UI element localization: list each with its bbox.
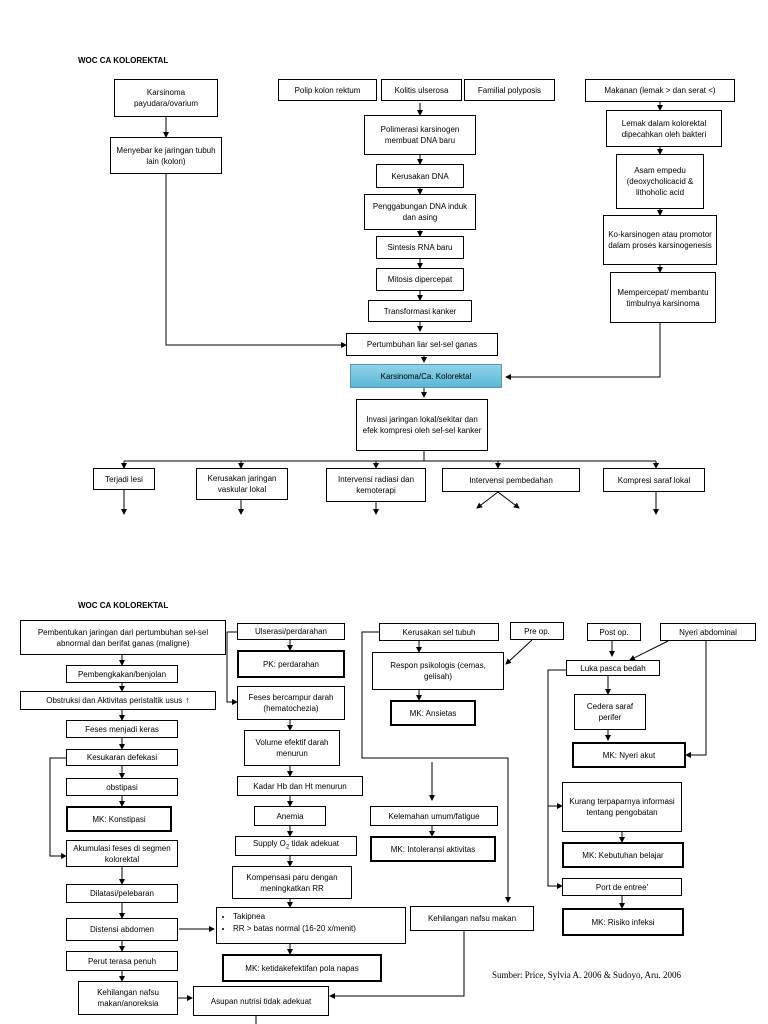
box-mk-intoleransi-aktivitas: MK: Intoleransi aktivitas [370,836,496,862]
box-kerusakan-sel-tubuh: Kerusakan sel tubuh [379,623,499,641]
box-luka-pasca-bedah: Luka pasca bedah [566,660,660,676]
box-polip-kolon: Polip kolon rektum [278,79,377,101]
box-pertumbuhan-liar: Pertumbuhan liar sel-sel ganas [346,333,498,356]
arrow-up-icon: ↑ [185,695,190,705]
supply-o2-label: Supply O2 tidak adekuat [253,838,339,854]
box-feses-keras: Feses menjadi keras [66,720,178,738]
box-kolitis-ulserosa: Kolitis ulserosa [381,79,462,101]
box-polimerasi-karsinogen: Polimerasi karsinogen membuat DNA baru [364,115,476,155]
box-lemak-kolorektal: Lemak dalam kolorektal dipecahkan oleh b… [606,110,722,147]
box-kerusakan-dna: Kerusakan DNA [376,164,464,188]
box-kehilangan-nafsu-anoreksia: Kehilangan nafsu makan/anoreksia [78,981,178,1015]
box-kompresi-saraf: Kompresi saraf lokal [603,468,705,492]
box-obstruksi: Obstruksi dan Aktivitas peristaltik usus… [20,691,216,710]
box-ulserasi-perdarahan: Ulserasi/perdarahan [237,623,345,640]
box-terjadi-lesi: Terjadi lesi [93,468,155,490]
box-anemia: Anemia [254,806,326,826]
box-pk-perdarahan: PK: perdarahan [237,650,345,678]
box-familial-polyposis: Familial polyposis [464,79,555,101]
obstruksi-label: Obstruksi dan Aktivitas peristaltik usus [46,696,183,705]
box-nyeri-abdominal: Nyeri abdominal [660,623,756,641]
box-mk-konstipasi: MK: Konstipasi [66,806,172,832]
box-feses-bercampur-darah: Feses bercampur darah (hematochezia) [237,686,345,720]
box-kesukaran-defekasi: Kesukaran defekasi [66,749,178,766]
box-karsinoma-payudara: Karsinoma payudara/ovarium [114,79,218,117]
box-distensi-abdomen: Distensi abdomen [66,918,178,941]
box-mk-risiko-infeksi: MK: Risiko infeksi [562,908,684,936]
box-kelemahan-umum: Kelemahan umum/fatigue [370,806,498,826]
symptom-list: Takipnea RR > batas normal (16-20 x/meni… [216,907,406,944]
box-mk-nyeri-akut: MK: Nyeri akut [572,742,686,768]
supply-text: Supply O [252,839,286,849]
box-intervensi-pembedahan: Intervensi pembedahan [442,468,580,492]
box-kehilangan-nafsu-makan: Kehilangan nafsu makan [410,906,534,931]
box-invasi-jaringan: Invasi jaringan lokal/sekitar dan efek k… [356,399,488,451]
symptom-item: RR > batas normal (16-20 x/menit) [233,923,401,935]
box-kompensasi-paru: Kompensasi paru dengan meningkatkan RR [232,866,352,899]
box-mk-pola-napas: MK: ketidakefektifan pola napas [222,954,382,982]
box-obstipasi: obstipasi [66,778,178,796]
diagram1-title: WOC CA KOLOREKTAL [78,56,169,65]
box-supply-o2: Supply O2 tidak adekuat [235,836,357,856]
box-mk-kebutuhan-belajar: MK: Kebutuhan belajar [562,842,684,868]
box-kerusakan-jaringan-vaskular: Kerusakan jaringan vaskular lokal [196,468,288,500]
supply-text-end: tidak adekuat [289,839,340,849]
supply-subscript: 2 [285,844,290,851]
box-volume-efektif-darah: Volume efektif darah menurun [244,730,340,766]
source-citation: Sumber: Price, Sylvia A. 2006 & Sudoyo, … [492,970,681,980]
box-asam-empedu: Asam empedu (deoxycholicacid & lithoholi… [616,154,704,209]
box-cedera-saraf: Cedera saraf perifer [574,694,646,730]
box-pre-op: Pre op. [510,622,564,640]
box-mitosis: Mitosis dipercepat [376,268,464,291]
box-kurang-informasi: Kurang terpaparnya informasi tentang pen… [562,782,682,832]
box-penggabungan-dna: Penggabungan DNA induk dan asing [364,194,476,230]
diagram2-title: WOC CA KOLOREKTAL [78,601,169,610]
box-respon-psikologis: Respon psikologis (cemas, gelisah) [372,652,504,690]
box-sintesis-rna: Sintesis RNA baru [376,236,464,259]
box-karsinoma-kolorektal: Karsinoma/Ca. Kolorektal [350,364,502,388]
box-pembengkakan: Pembengkakan/benjolan [66,665,178,683]
box-makanan: Makanan (lemak > dan serat <) [585,79,735,102]
box-mk-ansietas: MK: Ansietas [390,700,476,726]
box-port-de-entree: Port de entree' [562,878,682,896]
box-mempercepat: Mempercepat/ membantu timbulnya karsinom… [610,272,716,323]
box-menyebar-jaringan: Menyebar ke jaringan tubuh lain (kolon) [110,137,222,174]
box-post-op: Post op. [587,623,641,641]
box-asupan-nutrisi: Asupan nutrisi tidak adekuat [193,986,329,1016]
box-dilatasi: Dilatasi/pelebaran [66,884,178,903]
box-intervensi-radiasi: Intervensi radiasi dan kemoterapi [326,468,426,502]
box-transformasi-kanker: Transformasi kanker [368,300,472,322]
symptom-item: Takipnea [233,911,401,923]
box-pembentukan-jaringan: Pembentukan jaringan dari pertumbuhan se… [20,620,226,655]
box-akumulasi-feses: Akumulasi feses di segmen kolorektal [66,840,178,867]
box-kadar-hb-ht: Kadar Hb dan Ht menurun [237,776,363,796]
box-ko-karsinogen: Ko-karsinogen atau promotor dalam proses… [603,215,717,265]
box-perut-penuh: Perut terasa penuh [66,951,178,971]
